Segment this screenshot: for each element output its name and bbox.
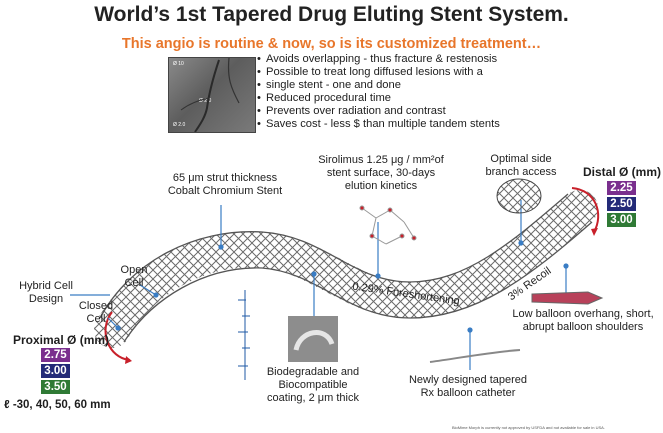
benefit-item: single stent - one and done: [257, 79, 517, 92]
proximal-value: 2.75: [41, 348, 70, 362]
proximal-title: Proximal Ø (mm): [13, 333, 110, 347]
balloon-image: [531, 291, 604, 305]
leader-open: [139, 284, 157, 296]
catheter-label: Newly designed tapered Rx balloon cathet…: [408, 374, 528, 399]
stent-outline-top: [99, 193, 569, 319]
coating-chart-icon: [238, 290, 250, 380]
sirolimus-molecule-icon: [359, 205, 417, 245]
coating-label: Biodegradable and Biocompatible coating,…: [266, 366, 360, 404]
benefits-list: Avoids overlapping - thus fracture & res…: [257, 53, 517, 131]
proximal-arrow: [104, 311, 131, 361]
stent-outline-bottom: [123, 221, 593, 343]
benefit-item: Avoids overlapping - thus fracture & res…: [257, 53, 517, 66]
angio-label-bottom: Ø 2.0: [173, 122, 186, 128]
angiogram-image: Ø 10 Ø 2.0 Ø 2.0: [168, 57, 256, 133]
vessel-drawing: [180, 58, 240, 132]
strut-label: 65 μm strut thickness Cobalt Chromium St…: [167, 172, 283, 197]
benefit-item-cont: single stent - one and done: [266, 79, 401, 91]
side-branch-image: [496, 178, 542, 214]
angio-label-mid: Ø 2.0: [199, 98, 212, 104]
balloon-label: Low balloon overhang, short, abrupt ball…: [512, 308, 654, 333]
side-branch-label: Optimal side branch access: [485, 153, 557, 178]
distal-value: 2.50: [607, 197, 636, 211]
benefit-item: Possible to treat long diffused lesions …: [257, 66, 517, 79]
catheter-image: [429, 349, 521, 363]
distal-arrow: [571, 187, 600, 233]
footnote: BioMime Morph is currently not approved …: [452, 425, 605, 430]
stent-lengths: ℓ -30, 40, 50, 60 mm: [4, 399, 111, 411]
distal-value: 2.25: [607, 181, 636, 195]
angio-label-top: Ø 10: [173, 61, 184, 67]
proximal-value: 3.50: [41, 380, 70, 394]
benefit-item: Reduced procedural time: [257, 92, 517, 105]
open-cell-label: Open Cell: [120, 264, 148, 289]
sirolimus-label: Sirolimus 1.25 μg / mm²of stent surface,…: [318, 154, 444, 192]
benefit-item: Prevents over radiation and contrast: [257, 105, 517, 118]
closed-cell-label: Closed Cell: [78, 300, 114, 325]
proximal-value: 3.00: [41, 364, 70, 378]
stent-body: [94, 190, 598, 348]
hybrid-cell-label: Hybrid Cell Design: [19, 280, 73, 305]
slide-subtitle: This angio is routine & now, so is its c…: [121, 36, 542, 52]
slide-title: World’s 1st Tapered Drug Eluting Stent S…: [94, 3, 569, 26]
distal-value: 3.00: [607, 213, 636, 227]
benefit-item: Saves cost - less $ than multiple tandem…: [257, 118, 517, 131]
distal-title: Distal Ø (mm): [583, 165, 662, 179]
